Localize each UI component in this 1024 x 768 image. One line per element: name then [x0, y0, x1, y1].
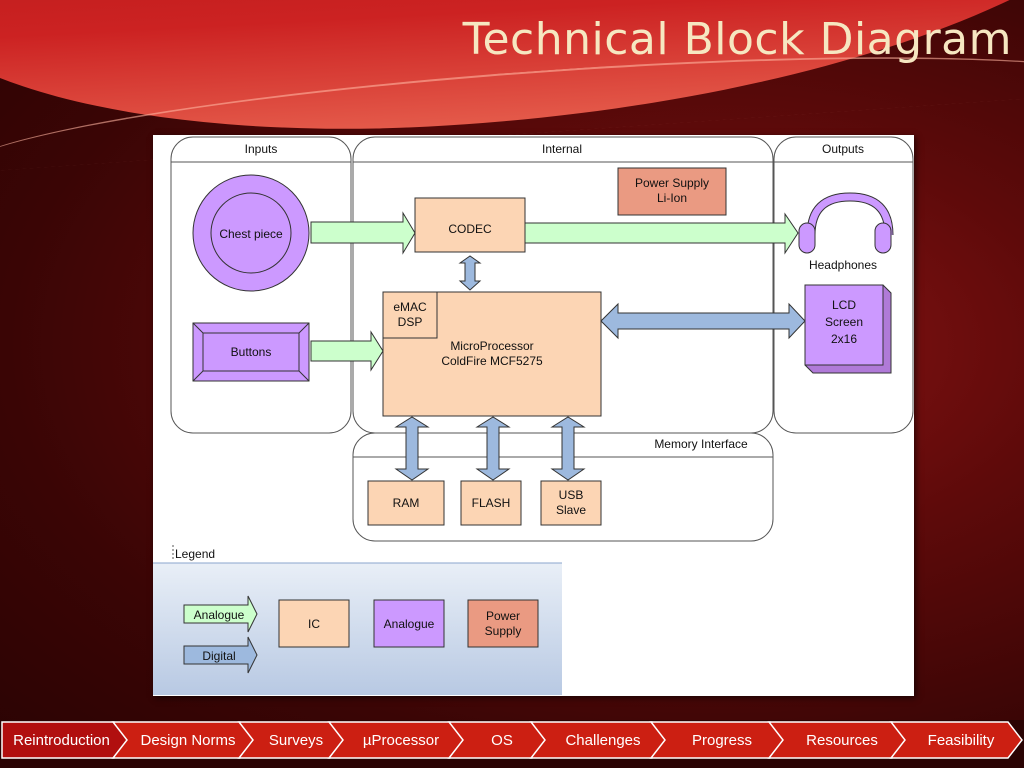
- internal-section-title: Internal: [542, 142, 582, 156]
- ram-label: RAM: [393, 496, 420, 510]
- codec-to-headphones-arrow: [524, 212, 799, 255]
- buttons-label: Buttons: [231, 345, 272, 359]
- chest-piece-label: Chest piece: [219, 227, 283, 241]
- legend-power-line-2: Supply: [485, 624, 522, 638]
- cpu-usb-arrow: [550, 416, 586, 481]
- block-diagram: Inputs Internal Outputs Memory Interface…: [153, 135, 914, 696]
- memory-interface-title: Memory Interface: [654, 437, 748, 451]
- buttons-to-cpu-arrow: [310, 330, 384, 372]
- nav-item-surveys[interactable]: Surveys: [268, 732, 324, 749]
- navbar-chevrons: [1, 721, 1023, 759]
- codec-label: CODEC: [448, 222, 492, 236]
- headphones-icon: Headphones: [798, 192, 894, 272]
- lcd-line-2: Screen: [825, 315, 863, 329]
- flash-label: FLASH: [472, 496, 511, 510]
- legend-ic-block: [278, 599, 350, 648]
- lcd-screen-block: LCD Screen 2x16: [804, 284, 892, 374]
- legend-title: Legend: [175, 547, 215, 561]
- buttons-block: Buttons: [192, 322, 310, 382]
- nav-item-design-norms[interactable]: Design Norms: [140, 732, 236, 749]
- microprocessor-line-1: MicroProcessor: [450, 339, 533, 353]
- dsp-label: DSP: [398, 315, 423, 329]
- nav-item-reintroduction[interactable]: Reintroduction: [13, 732, 110, 749]
- flash-block: FLASH: [460, 480, 522, 526]
- usb-line-2: Slave: [556, 503, 586, 517]
- usb-line-1: USB: [559, 488, 584, 502]
- microprocessor-line-2: ColdFire MCF5275: [441, 354, 543, 368]
- legend: Legend Analogue Digital IC Analogue Powe…: [153, 545, 562, 695]
- chest-piece-block: Chest piece: [192, 174, 310, 292]
- outputs-section-title: Outputs: [822, 142, 864, 156]
- cpu-ram-arrow: [394, 416, 430, 481]
- nav-item-resources[interactable]: Resources: [806, 732, 878, 749]
- ram-block: RAM: [367, 480, 445, 526]
- legend-ic-label: IC: [308, 617, 320, 631]
- slide-title: Technical Block Diagram: [462, 14, 1012, 65]
- headphones-label: Headphones: [809, 258, 877, 272]
- usb-slave-block: USB Slave: [540, 480, 602, 526]
- nav-item--processor[interactable]: µProcessor: [362, 732, 440, 749]
- nav-item-challenges[interactable]: Challenges: [565, 732, 641, 749]
- lcd-line-1: LCD: [832, 298, 856, 312]
- legend-analogue-block: [373, 599, 445, 648]
- emac-label: eMAC: [393, 300, 427, 314]
- lcd-line-3: 2x16: [831, 332, 857, 346]
- legend-digital-arrow: [183, 636, 258, 674]
- microprocessor-block: eMAC DSP MicroProcessor ColdFire MCF5275: [382, 291, 602, 417]
- nav-item-progress[interactable]: Progress: [691, 732, 753, 749]
- emac-dsp-block: [382, 291, 438, 339]
- legend-power-line-1: Power: [486, 609, 520, 623]
- cpu-flash-arrow: [475, 416, 511, 481]
- power-supply-line-1: Power Supply: [635, 176, 709, 190]
- legend-analogue-block-label: Analogue: [384, 617, 435, 631]
- legend-digital-arrow-label: Digital: [202, 649, 235, 663]
- inputs-section-title: Inputs: [245, 142, 278, 156]
- legend-power-block: [467, 599, 539, 648]
- codec-block: CODEC: [414, 197, 526, 253]
- power-supply-line-2: Li-Ion: [657, 191, 687, 205]
- power-supply-block: Power Supply Li-Ion: [617, 167, 727, 216]
- legend-analogue-arrow: [183, 595, 258, 633]
- legend-analogue-arrow-label: Analogue: [194, 608, 245, 622]
- nav-chevron-8[interactable]: [889, 721, 1023, 759]
- chest-to-codec-arrow: [310, 211, 416, 255]
- codec-cpu-arrow: [458, 255, 482, 291]
- nav-item-os[interactable]: OS: [491, 732, 513, 749]
- nav-item-feasibility[interactable]: Feasibility: [927, 732, 995, 749]
